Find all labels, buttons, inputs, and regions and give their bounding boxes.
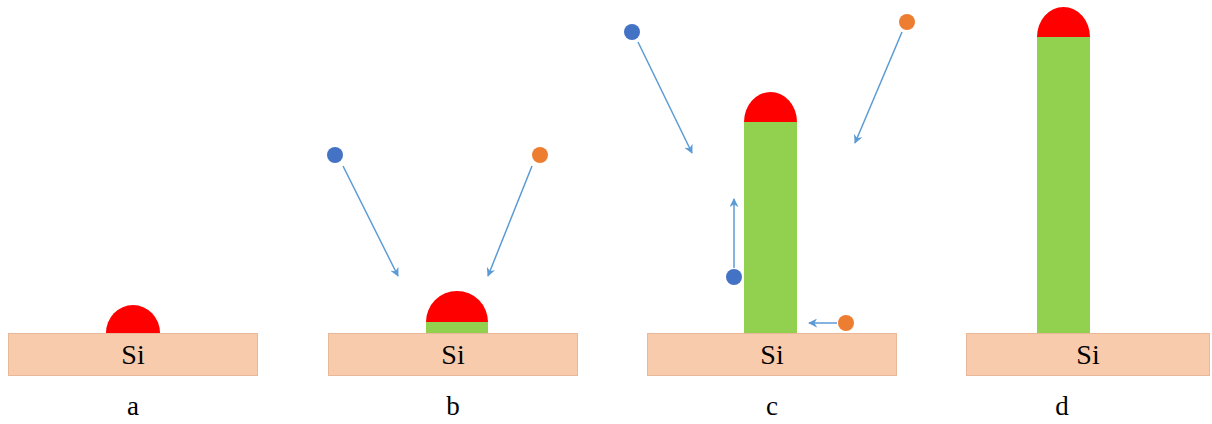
nanowire: [1037, 37, 1090, 333]
atom-orange: [838, 315, 854, 331]
catalyst-droplet: [426, 291, 488, 322]
catalyst-droplet: [106, 305, 160, 333]
panel-letter: c: [766, 393, 778, 420]
nanowire: [426, 322, 488, 333]
panel-letter: d: [1055, 393, 1069, 420]
substrate-label: Si: [760, 341, 783, 369]
atom-orange: [899, 14, 915, 30]
catalyst-droplet: [744, 92, 797, 122]
flux-arrow: [638, 42, 692, 153]
diffusion-arrow: [809, 322, 837, 324]
atom-blue: [327, 147, 343, 163]
substrate-label: Si: [1076, 341, 1099, 369]
nanowire: [744, 122, 797, 333]
substrate-block: Si: [328, 333, 578, 376]
atom-blue: [726, 269, 742, 285]
atom-orange: [532, 147, 548, 163]
flux-arrow: [343, 166, 398, 276]
substrate-block: Si: [966, 333, 1210, 376]
flux-arrow: [855, 32, 902, 143]
substrate-block: Si: [8, 333, 258, 376]
substrate-label: Si: [121, 341, 144, 369]
panel-letter: a: [127, 393, 139, 420]
diffusion-arrow: [733, 199, 735, 268]
catalyst-droplet: [1037, 7, 1090, 37]
atom-blue: [624, 24, 640, 40]
substrate-block: Si: [647, 333, 897, 376]
flux-arrow: [488, 166, 532, 276]
substrate-label: Si: [441, 341, 464, 369]
panel-letter: b: [446, 393, 460, 420]
